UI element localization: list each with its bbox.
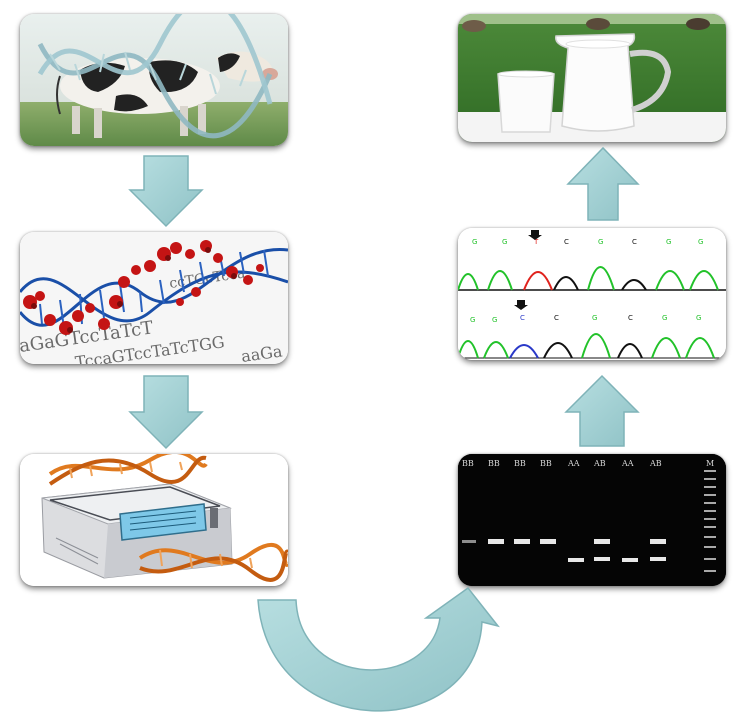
svg-text:C: C bbox=[628, 314, 633, 322]
gel-lane-label: AB bbox=[649, 459, 662, 468]
curved-arrow-icon bbox=[258, 588, 498, 711]
cow-with-dna-helix-image bbox=[20, 14, 288, 146]
svg-text:C: C bbox=[632, 238, 637, 246]
svg-text:G: G bbox=[598, 238, 603, 246]
gel-lane-label: BB bbox=[488, 459, 500, 468]
milk-panel bbox=[458, 14, 726, 142]
gel-lane-label: BB bbox=[462, 459, 474, 468]
svg-text:G: G bbox=[698, 238, 703, 246]
svg-text:G: G bbox=[492, 316, 497, 324]
cow-dna-panel bbox=[20, 14, 288, 146]
chromatogram-panel: G G T C G C G G G G C C G C G bbox=[458, 228, 726, 360]
gel-lane-label: AA bbox=[621, 459, 634, 468]
svg-text:G: G bbox=[662, 314, 667, 322]
down-arrow-icon bbox=[130, 376, 202, 448]
svg-text:G: G bbox=[696, 314, 701, 322]
gel-lane-label: AB bbox=[593, 459, 606, 468]
svg-text:G: G bbox=[666, 238, 671, 246]
sequencing-chromatogram-image: G G T C G C G G G G C C G C G bbox=[458, 228, 726, 360]
gel-lane-label: BB bbox=[540, 459, 552, 468]
svg-text:G: G bbox=[592, 314, 597, 322]
svg-text:C: C bbox=[564, 238, 569, 246]
gel-electrophoresis-panel: BB BB BB BB AA AB AA AB M bbox=[458, 454, 726, 586]
gel-lane-label: AA bbox=[567, 459, 580, 468]
gel-lane-label: M bbox=[706, 459, 714, 468]
svg-text:G: G bbox=[502, 238, 507, 246]
up-arrow-icon bbox=[566, 376, 638, 446]
svg-text:G: G bbox=[470, 316, 475, 324]
dna-double-helix-image: ccTGcTcca aGaGTccTaTcT TccaGTccTaTcTGG a… bbox=[20, 232, 288, 364]
pcr-machine-panel bbox=[20, 454, 288, 586]
milk-glass-and-jug-image bbox=[458, 14, 726, 142]
gel-electrophoresis-image: BB BB BB BB AA AB AA AB M bbox=[458, 454, 726, 586]
dna-sequence-panel: ccTGcTcca aGaGTccTaTcT TccaGTccTaTcTGG a… bbox=[20, 232, 288, 364]
svg-text:C: C bbox=[520, 314, 525, 322]
svg-text:G: G bbox=[472, 238, 477, 246]
gel-lane-label: BB bbox=[514, 459, 526, 468]
pcr-thermocycler-image bbox=[20, 454, 288, 586]
down-arrow-icon bbox=[130, 156, 202, 226]
up-arrow-icon bbox=[568, 148, 638, 220]
svg-text:C: C bbox=[554, 314, 559, 322]
